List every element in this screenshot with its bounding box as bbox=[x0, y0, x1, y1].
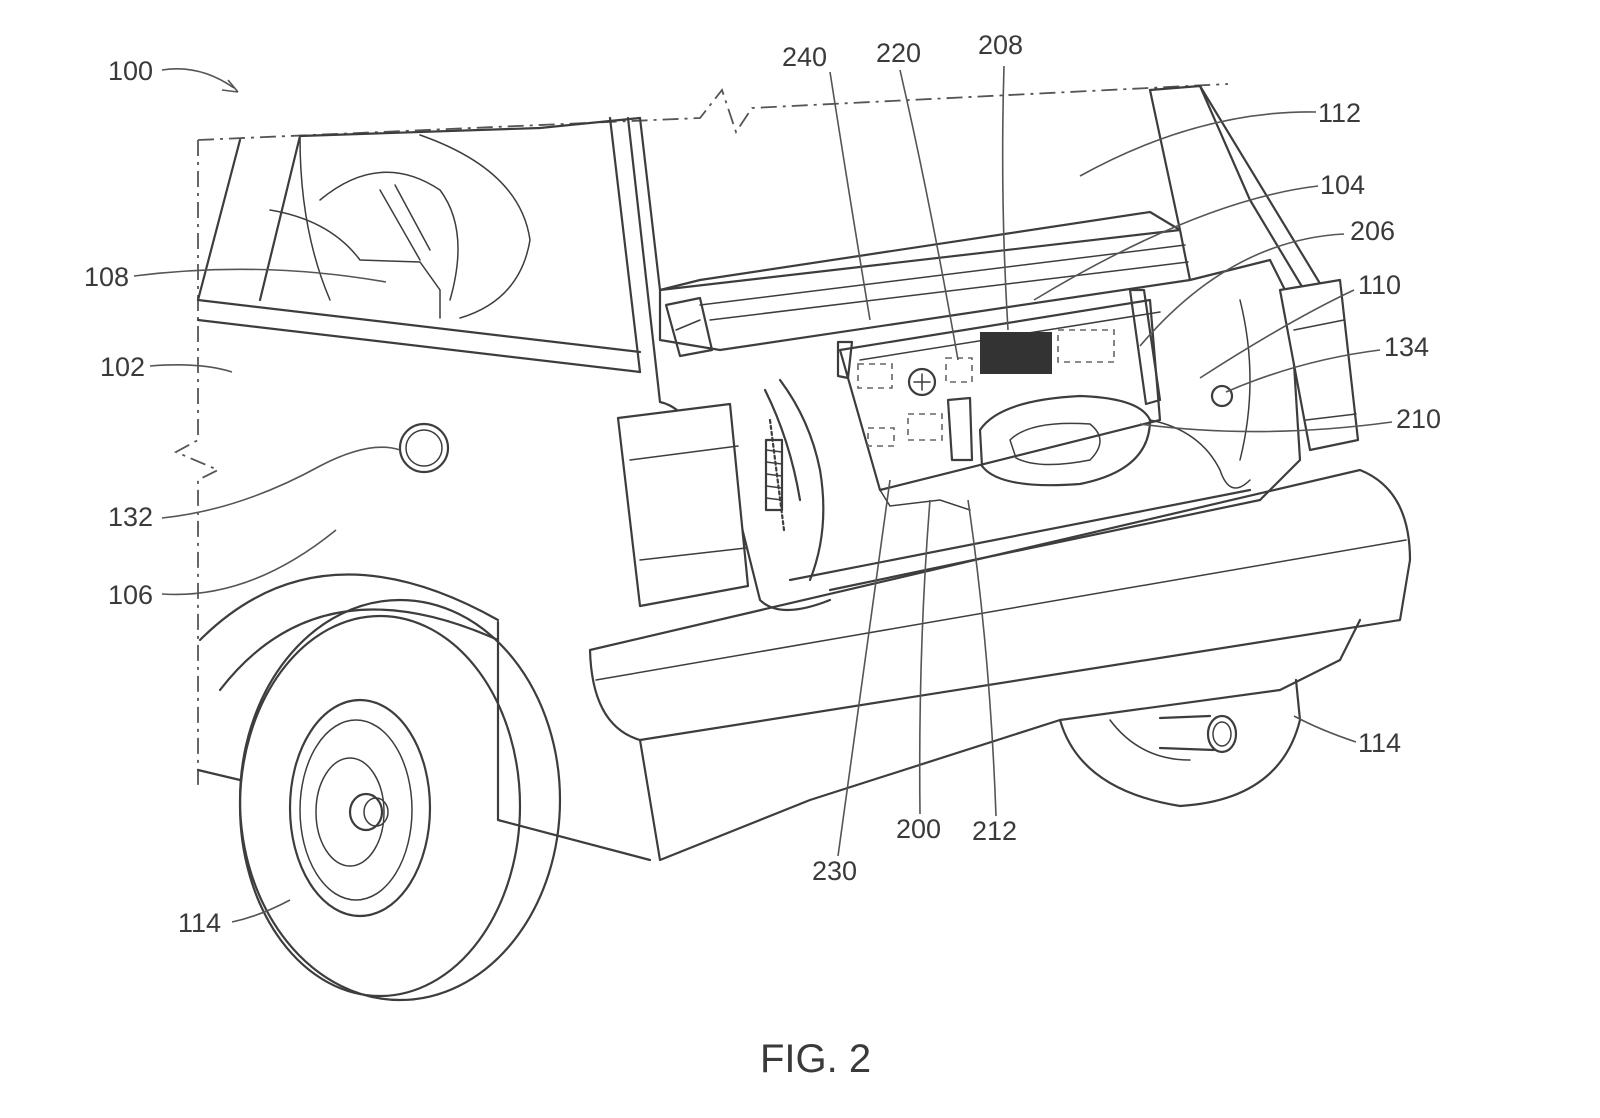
label-102: 102 bbox=[100, 352, 145, 382]
component-box-220 bbox=[945, 357, 973, 383]
label-114-left: 114 bbox=[178, 908, 221, 938]
rear-wheel-left bbox=[238, 598, 562, 1002]
component-box-230 bbox=[867, 427, 895, 447]
vehicle-body-side bbox=[196, 116, 662, 862]
label-110: 110 bbox=[1358, 270, 1401, 300]
break-lines bbox=[173, 83, 1229, 790]
component-box-206 bbox=[1057, 329, 1115, 363]
reference-labels: 100 240 220 208 112 104 206 110 134 210 … bbox=[84, 30, 1441, 938]
label-132: 132 bbox=[108, 502, 153, 532]
component-box-200 bbox=[907, 413, 943, 441]
label-104: 104 bbox=[1320, 170, 1365, 200]
figure-caption: FIG. 2 bbox=[760, 1037, 871, 1081]
component-box-240 bbox=[857, 363, 893, 389]
label-200: 200 bbox=[896, 814, 941, 844]
label-114-right: 114 bbox=[1358, 728, 1401, 758]
label-220: 220 bbox=[876, 38, 921, 68]
vent-grille bbox=[980, 332, 1052, 374]
label-240: 240 bbox=[782, 42, 827, 72]
label-206: 206 bbox=[1350, 216, 1395, 246]
label-208: 208 bbox=[978, 30, 1023, 60]
rear-wheel-right bbox=[1058, 678, 1302, 808]
label-108: 108 bbox=[84, 262, 129, 292]
label-112: 112 bbox=[1318, 98, 1361, 128]
label-210: 210 bbox=[1396, 404, 1441, 434]
label-212: 212 bbox=[972, 816, 1017, 846]
rear-bumper bbox=[588, 468, 1412, 862]
leader-lines bbox=[133, 65, 1393, 923]
label-230: 230 bbox=[812, 856, 857, 886]
label-100: 100 bbox=[108, 56, 153, 86]
label-134: 134 bbox=[1384, 332, 1429, 362]
tail-lights bbox=[616, 278, 1360, 608]
label-106: 106 bbox=[108, 580, 153, 610]
